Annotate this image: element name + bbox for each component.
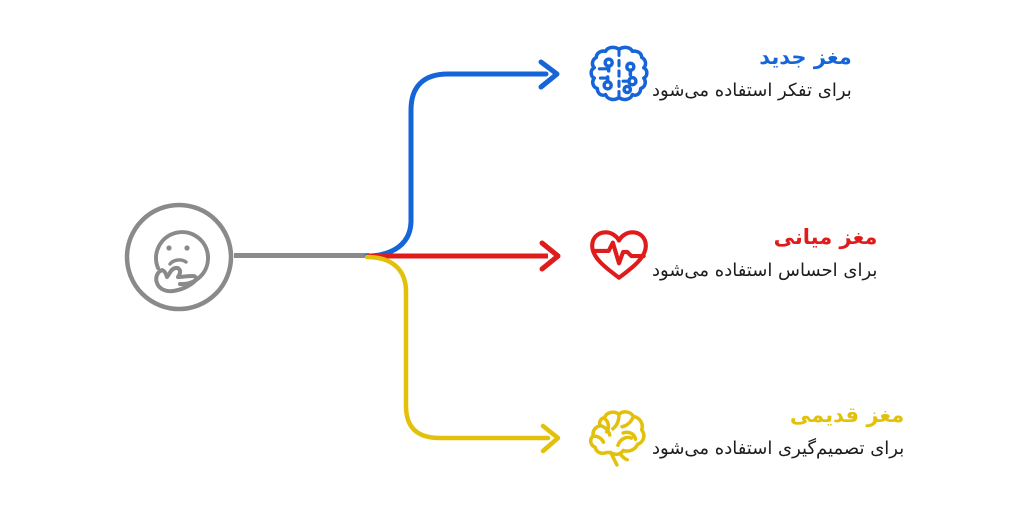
branch-new-brain-title: مغز جدید [759,45,852,69]
thinking-face-icon [124,202,234,312]
source-node [124,202,234,312]
branch-new-brain-text: مغز جدید برای تفکر استفاده می‌شود [652,42,852,103]
brain-outline-icon [588,410,646,467]
branch-mid-brain-title: مغز میانی [773,225,878,249]
branch-mid-brain: مغز میانی برای احساس استفاده می‌شود [586,222,891,288]
branch-mid-brain-description: برای احساس استفاده می‌شود [652,260,878,282]
arrowhead-new-brain [538,59,560,90]
heart-pulse-icon [590,230,648,280]
branch-old-brain-title: مغز قدیمی [789,403,905,427]
branch-new-brain-description: برای تفکر استفاده می‌شود [652,80,852,102]
circuit-brain-icon [589,45,649,102]
branch-mid-brain-text: مغز میانی برای احساس استفاده می‌شود [652,222,877,283]
arrowhead-mid-brain [539,240,561,272]
branch-new-brain: مغز جدید برای تفکر استفاده می‌شود [586,42,866,108]
connector-to-new-brain [364,71,549,259]
arrowhead-old-brain [540,423,561,454]
branch-old-brain: مغز قدیمی برای تصمیم‌گیری استفاده می‌شود [586,400,918,468]
branch-old-brain-description: برای تصمیم‌گیری استفاده می‌شود [652,438,905,460]
branch-old-brain-text: مغز قدیمی برای تصمیم‌گیری استفاده می‌شود [652,400,904,461]
connector-to-old-brain [364,254,551,441]
